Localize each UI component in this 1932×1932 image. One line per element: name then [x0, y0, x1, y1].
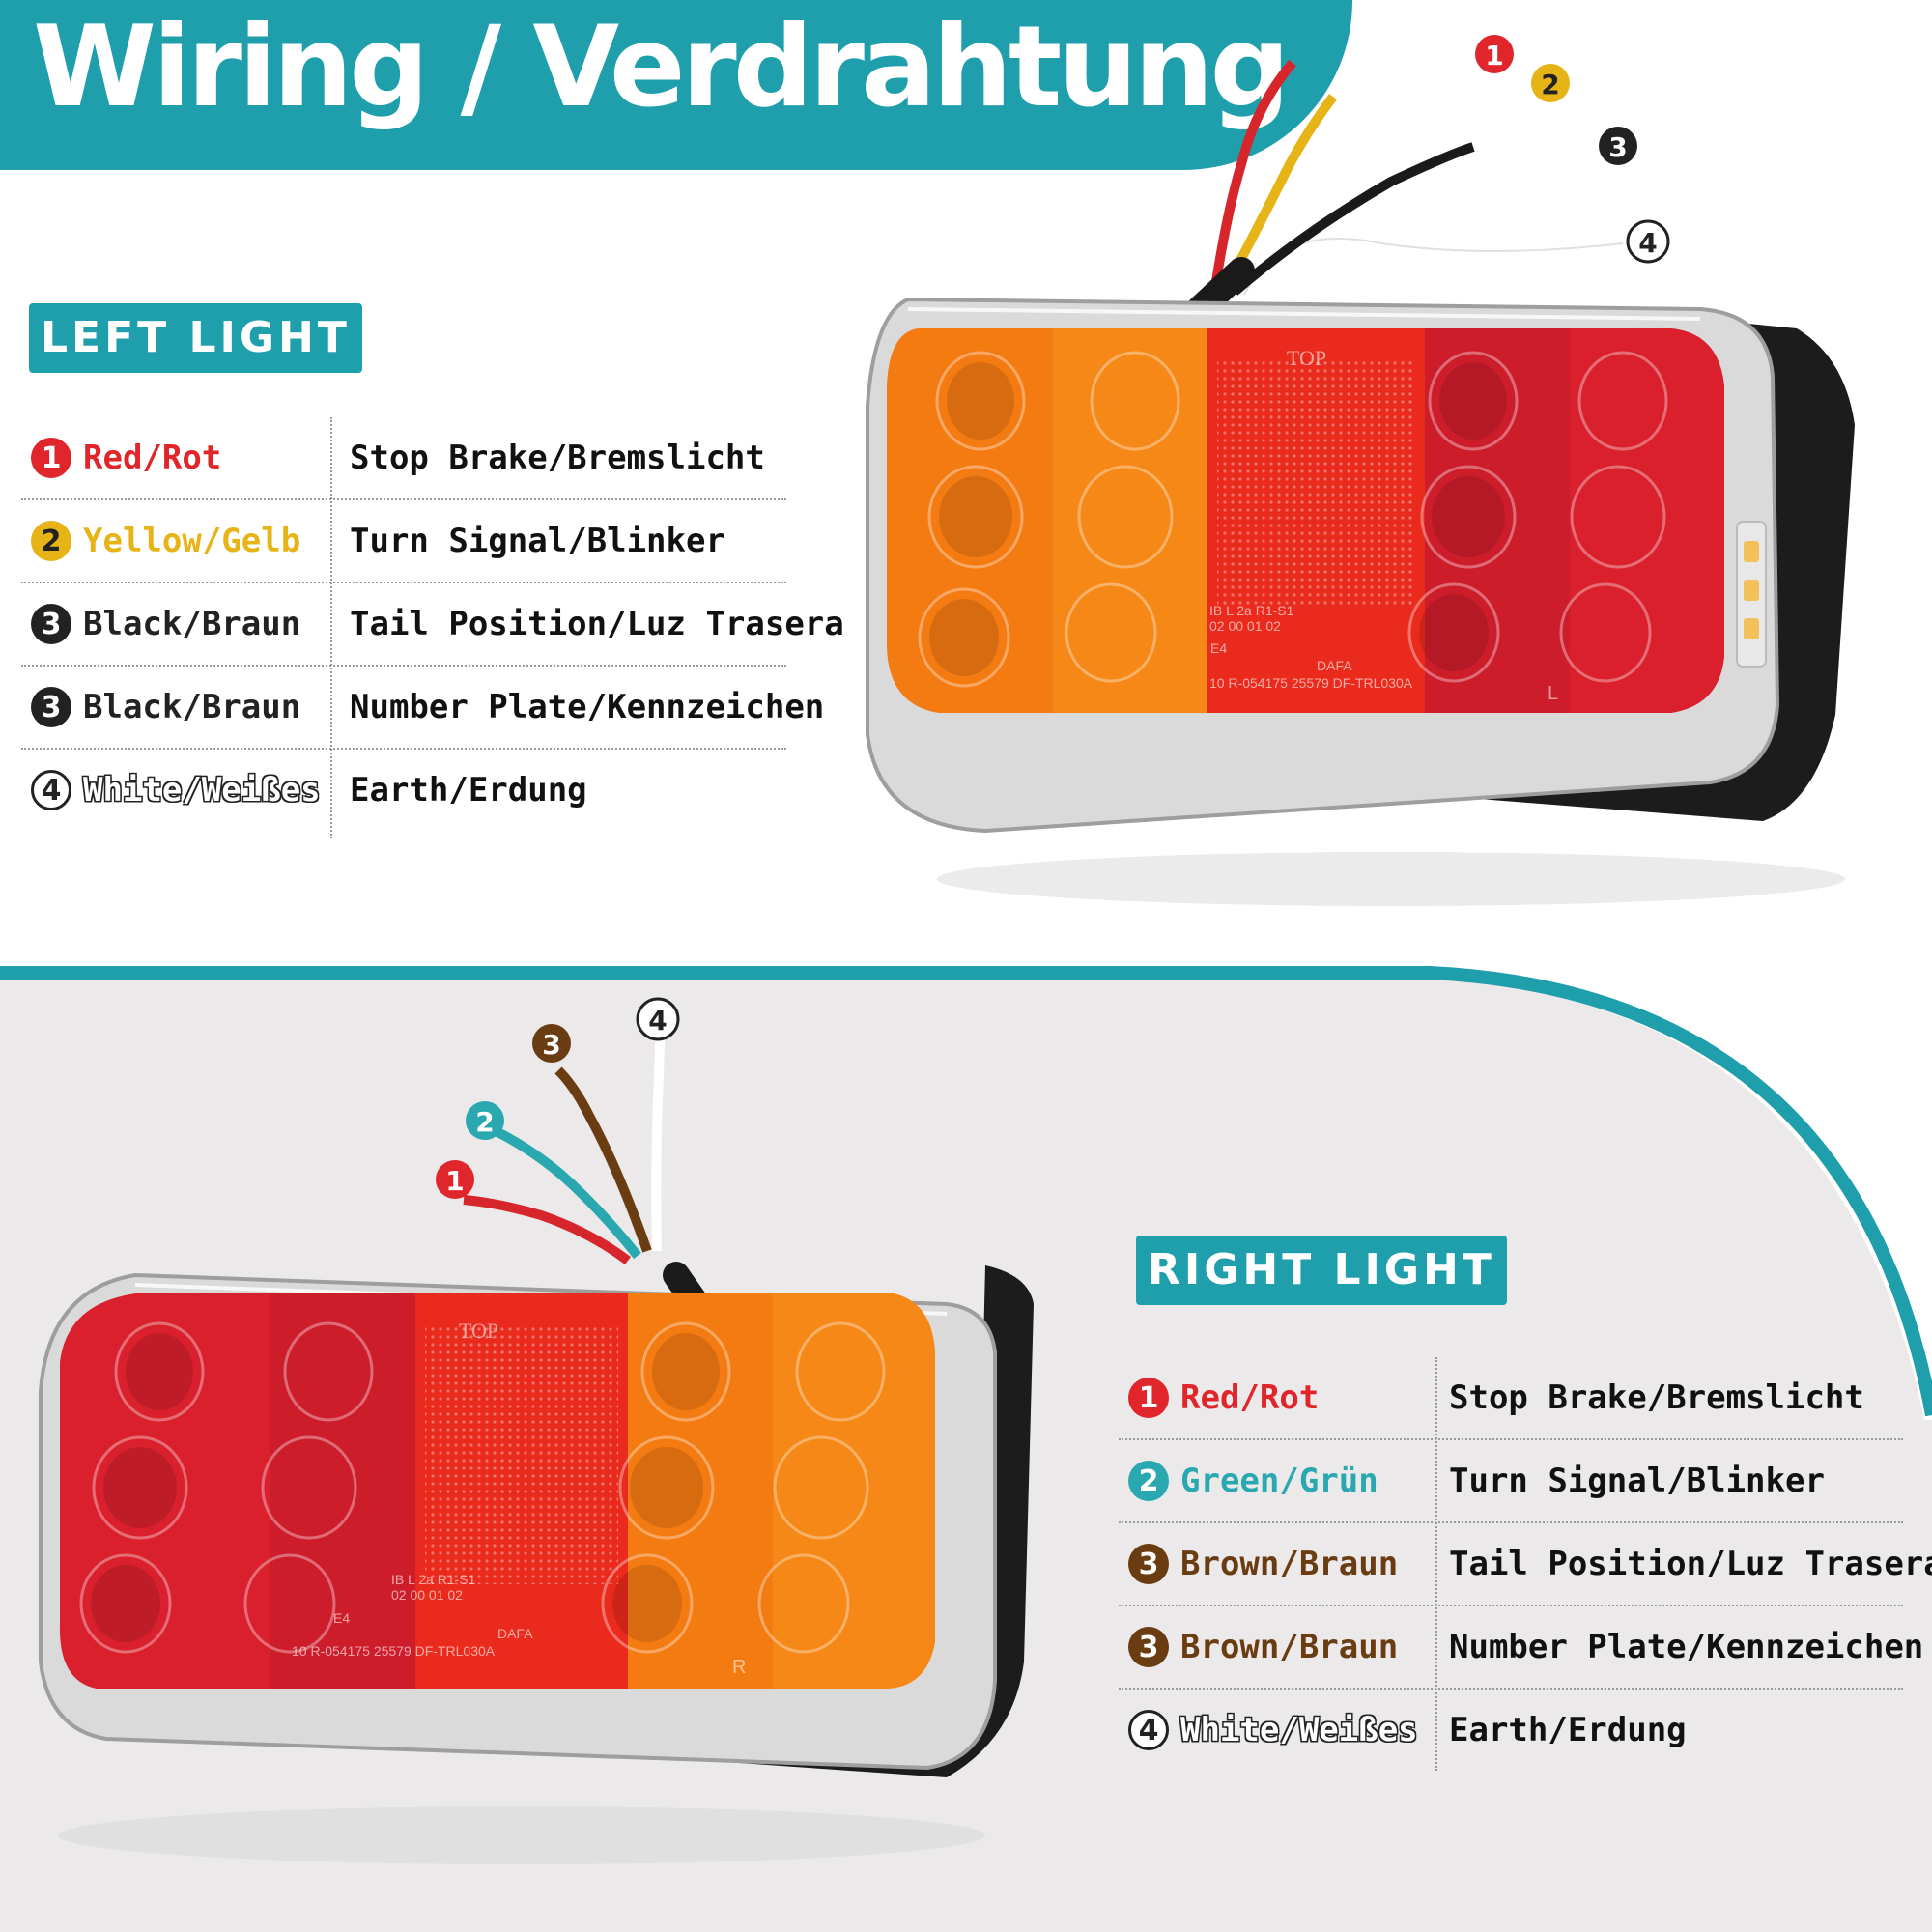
wire-number-icon: 3 — [31, 604, 71, 644]
wire-marker-4-label: 4 — [648, 1005, 667, 1037]
wire-marker-3 — [1599, 127, 1637, 165]
wiring-row: 3 Brown/Braun Number Plate/Kennzeichen — [1119, 1606, 1923, 1690]
wiring-row: 2 Green/Grün Turn Signal/Blinker — [1119, 1440, 1903, 1523]
wire-marker-4 — [1626, 219, 1670, 264]
wire-function: Turn Signal/Blinker — [350, 522, 725, 560]
lens-brand: DAFA — [497, 1626, 533, 1641]
right-wiring-table: 1 Red/Rot Stop Brake/Bremslicht 2 Green/Grün… — [1119, 1357, 1932, 1771]
right-lamp-wires — [463, 1018, 724, 1337]
lens-marking-1: IB L 2a R1-S1 — [391, 1572, 476, 1587]
wire-marker-4 — [636, 997, 680, 1041]
wire-color-name: Yellow/Gelb — [83, 522, 301, 560]
lens-e-mark: E4 — [1210, 640, 1227, 656]
wire-function: Number Plate/Kennzeichen — [1449, 1628, 1924, 1666]
wire-color-name: White/Weißes — [1180, 1711, 1418, 1749]
wire-marker-1 — [1475, 35, 1514, 73]
left-lamp-lens: TOP IB L 2a R1-S1 02 00 01 02 E4 DAFA 10… — [887, 328, 1724, 713]
wire-function: Stop Brake/Bremslicht — [1449, 1378, 1864, 1417]
lens-e-mark: E4 — [333, 1610, 350, 1626]
wire-number-icon: 4 — [1128, 1710, 1169, 1750]
wiring-row: 1 Red/Rot Stop Brake/Bremslicht — [21, 417, 786, 500]
right-lamp-illustration: 1 2 3 4 — [39, 997, 1034, 1864]
lens-side-mark: R — [732, 1657, 746, 1678]
wire-function: Earth/Erdung — [1449, 1711, 1687, 1749]
right-wire-number-markers: 1 2 3 4 — [436, 997, 680, 1199]
lens-emblem-top: TOP — [1287, 346, 1326, 370]
left-wiring-table: 1 Red/Rot Stop Brake/Bremslicht 2 Yellow/Gel… — [21, 417, 844, 838]
left-light-label: LEFT LIGHT — [29, 303, 362, 373]
wire-marker-2 — [1531, 64, 1570, 102]
wire-marker-2-label: 2 — [475, 1106, 494, 1138]
wiring-row: 2 Yellow/Gelb Turn Signal/Blinker — [21, 500, 786, 583]
wire-color-name: Black/Braun — [83, 605, 301, 643]
header-banner: Wiring / Verdrahtung — [0, 0, 1352, 170]
wire-marker-1 — [436, 1160, 474, 1199]
table-column-divider — [1435, 1357, 1437, 1771]
wire-function: Stop Brake/Bremslicht — [350, 439, 765, 477]
lens-side-mark: L — [1548, 683, 1558, 704]
wire-cell: 3 Brown/Braun — [1128, 1606, 1398, 1688]
wire-function: Number Plate/Kennzeichen — [350, 688, 825, 726]
page-title: Wiring / Verdrahtung — [33, 2, 1290, 132]
wire-number-icon: 4 — [31, 770, 71, 810]
wire-color-name: Black/Braun — [83, 688, 301, 726]
right-lamp-lens: TOP IB L 2a R1-S1 02 00 01 02 E4 DAFA 10… — [59, 1293, 935, 1689]
wire-cell: 2 Yellow/Gelb — [31, 500, 300, 582]
wire-function: Tail Position/Luz Trasera — [1449, 1545, 1932, 1583]
wire-marker-1-label: 1 — [445, 1165, 464, 1197]
wire-cell: 1 Red/Rot — [1128, 1357, 1319, 1438]
wire-number-icon: 3 — [31, 687, 71, 727]
wire-cell: 3 Black/Braun — [31, 583, 300, 665]
lens-approval-number: 10 R-054175 25579 DF-TRL030A — [292, 1643, 496, 1659]
wire-number-icon: 3 — [1128, 1544, 1169, 1584]
wiring-row: 1 Red/Rot Stop Brake/Bremslicht — [1119, 1357, 1903, 1440]
wire-cell: 3 Brown/Braun — [1128, 1523, 1398, 1605]
wire-color-name: White/Weißes — [83, 771, 321, 810]
wire-color-name: Brown/Braun — [1180, 1628, 1399, 1666]
left-lamp-wires — [1155, 59, 1624, 352]
wire-marker-3-label: 3 — [542, 1029, 560, 1061]
wire-number-icon: 2 — [31, 521, 71, 561]
wire-marker-2-label: 2 — [1541, 69, 1559, 100]
lens-marking-2: 02 00 01 02 — [1209, 618, 1281, 634]
wire-marker-3 — [532, 1024, 571, 1063]
wire-cell: 1 Red/Rot — [31, 417, 221, 498]
lens-approval-number: 10 R-054175 25579 DF-TRL030A — [1209, 675, 1413, 691]
wire-marker-2 — [466, 1101, 504, 1140]
wiring-row: 3 Black/Braun Tail Position/Luz Trasera — [21, 583, 844, 667]
left-wire-number-markers: 1 2 3 4 — [1475, 35, 1670, 264]
wire-function: Tail Position/Luz Trasera — [350, 605, 844, 643]
wire-function: Earth/Erdung — [350, 771, 587, 810]
wire-function: Turn Signal/Blinker — [1449, 1462, 1825, 1500]
wire-marker-4-label: 4 — [1638, 227, 1657, 259]
wire-number-icon: 1 — [1128, 1378, 1169, 1418]
wire-cell: 2 Green/Grün — [1128, 1440, 1378, 1521]
left-lamp-illustration: 1 2 3 4 — [866, 35, 1855, 906]
lens-marking-2: 02 00 01 02 — [391, 1587, 463, 1603]
wiring-row: 3 Black/Braun Number Plate/Kennzeichen — [21, 667, 824, 750]
wire-marker-1-label: 1 — [1485, 40, 1503, 71]
wire-marker-3-label: 3 — [1608, 131, 1627, 163]
right-light-label: RIGHT LIGHT — [1136, 1236, 1507, 1305]
wire-number-icon: 1 — [31, 438, 71, 478]
wire-cell: 3 Black/Braun — [31, 667, 300, 748]
lens-emblem-top: TOP — [459, 1319, 498, 1343]
wire-color-name: Green/Grün — [1180, 1462, 1378, 1500]
wire-number-icon: 3 — [1128, 1627, 1169, 1667]
wiring-row: 4 White/Weißes Earth/Erdung — [21, 750, 786, 838]
wire-number-icon: 2 — [1128, 1461, 1169, 1501]
wire-color-name: Red/Rot — [83, 439, 222, 477]
lens-brand: DAFA — [1317, 658, 1352, 673]
wire-cell: 4 White/Weißes — [31, 750, 321, 831]
wiring-row: 4 White/Weißes Earth/Erdung — [1119, 1690, 1903, 1771]
wire-color-name: Red/Rot — [1180, 1378, 1320, 1417]
wire-color-name: Brown/Braun — [1180, 1545, 1399, 1583]
wire-cell: 4 White/Weißes — [1128, 1690, 1418, 1771]
wiring-row: 3 Brown/Braun Tail Position/Luz Trasera — [1119, 1523, 1932, 1606]
lens-marking-1: IB L 2a R1-S1 — [1209, 603, 1294, 618]
table-column-divider — [330, 417, 332, 838]
